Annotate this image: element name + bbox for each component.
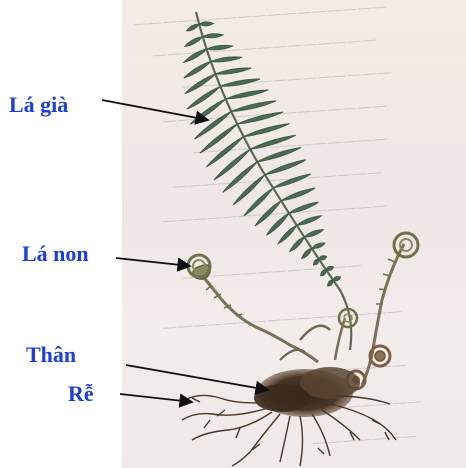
- arrow-root: [120, 394, 192, 402]
- frond-leaflet: [231, 101, 276, 112]
- frond-leaflet: [207, 45, 233, 49]
- frond-leaflet: [244, 124, 290, 137]
- frond-leaflet: [237, 112, 283, 124]
- frond-leaflet: [203, 34, 223, 38]
- frond-leaflet: [289, 202, 319, 213]
- frond-leaflet: [328, 280, 334, 286]
- mature-frond: [184, 12, 351, 350]
- frond-leaflet: [187, 24, 200, 31]
- frond-leaflet: [185, 37, 203, 47]
- frond-leaflet: [226, 90, 269, 99]
- frond-leaflet: [199, 22, 213, 26]
- frond-leaflet: [250, 135, 296, 149]
- arrow-mature-leaf: [102, 100, 208, 120]
- frond-leaflet: [297, 216, 321, 225]
- frond-leaflet: [257, 148, 301, 162]
- frond-leaflet: [273, 174, 311, 188]
- frond-leaflet: [312, 243, 325, 248]
- frond-leaflet: [281, 188, 315, 201]
- frond-leaflet: [266, 213, 289, 235]
- frond-leaflet: [220, 79, 260, 86]
- frond-leaflet: [290, 237, 304, 251]
- arrow-young-leaf: [116, 258, 190, 266]
- frond-leaflet: [319, 256, 327, 260]
- pointer-arrows: [102, 100, 268, 402]
- arrow-stem: [126, 365, 268, 390]
- frond-leaflet: [265, 160, 306, 175]
- young-leaf-left: [188, 255, 318, 362]
- frond-leaflet: [313, 259, 319, 265]
- frond-leaflet: [333, 277, 340, 281]
- frond-leaflet: [215, 68, 251, 74]
- frond-leaflet: [184, 49, 207, 62]
- frond-leaflet: [211, 57, 242, 62]
- rhizome: [254, 367, 360, 417]
- frond-leaflet: [326, 266, 333, 270]
- frond-leaflet: [184, 62, 211, 78]
- frond-leaflet: [321, 270, 327, 276]
- frond-leaflet: [302, 248, 312, 258]
- frond-leaflet: [278, 225, 297, 243]
- frond-leaflet: [304, 230, 323, 237]
